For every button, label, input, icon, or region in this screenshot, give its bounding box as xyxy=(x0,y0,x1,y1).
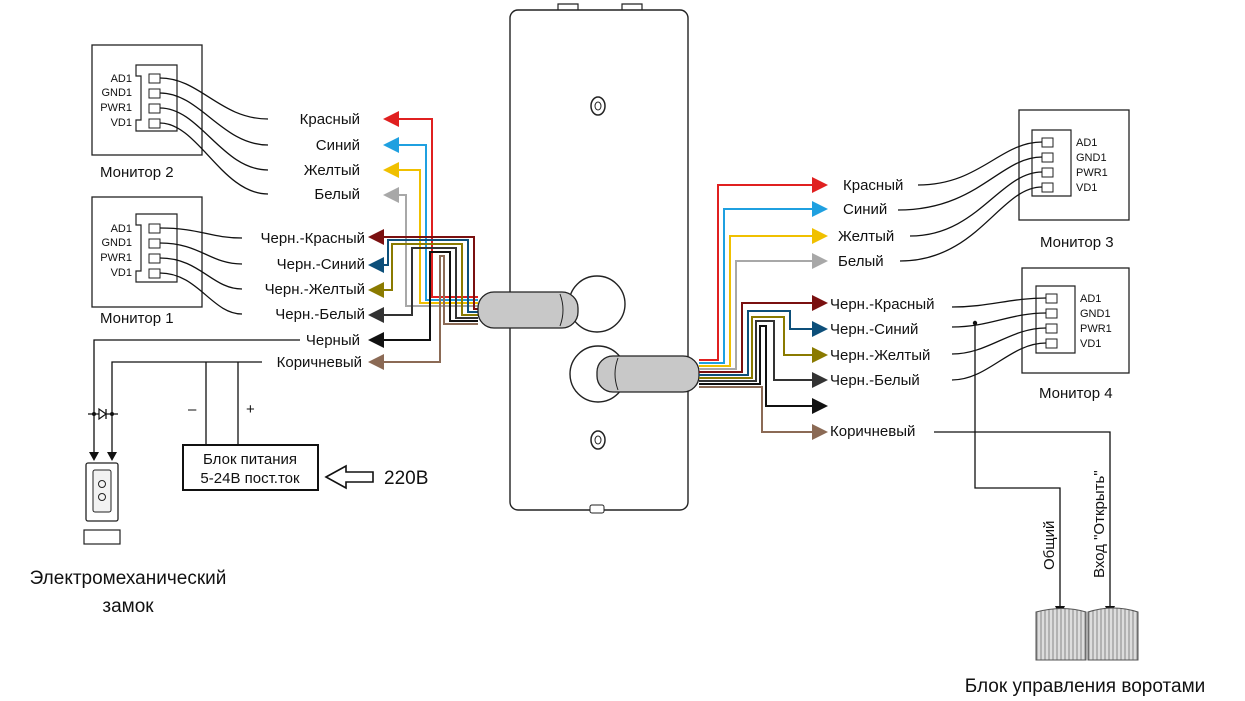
monitor-4-label: Монитор 4 xyxy=(1039,385,1113,402)
wire-label-black-yellow-left: Черн.-Желтый xyxy=(265,281,365,298)
power-supply-line2: 5-24В пост.ток xyxy=(200,470,300,487)
power-supply: Блок питания 5-24В пост.ток 220В xyxy=(182,444,428,491)
wire-label-brown-left: Коричневый xyxy=(277,354,362,371)
wire-label-yellow-right: Желтый xyxy=(838,228,894,245)
monitor-2-label: Монитор 2 xyxy=(100,164,174,181)
gate-open-label: Вход "Открыть" xyxy=(1091,470,1108,578)
power-minus: – xyxy=(188,401,197,418)
pin-label: PWR1 xyxy=(1076,167,1108,179)
pin-label: PWR1 xyxy=(100,102,132,114)
lock-label-line2: замок xyxy=(102,596,154,617)
wire-label-black-left: Черный xyxy=(306,332,360,349)
electromechanical-lock: Электромеханический замок xyxy=(30,462,227,617)
monitor-1-label: Монитор 1 xyxy=(100,310,174,327)
pin-label: AD1 xyxy=(111,73,132,85)
wire-label-brown-right: Коричневый xyxy=(830,423,915,440)
wire-label-black-red-right: Черн.-Красный xyxy=(830,296,935,313)
wire-label-yellow-left: Желтый xyxy=(304,162,360,179)
pin-label: VD1 xyxy=(1076,182,1097,194)
pin-label: GND1 xyxy=(1076,152,1107,164)
pin-label: PWR1 xyxy=(1080,323,1112,335)
wire-label-red-left: Красный xyxy=(300,111,360,128)
power-supply-line1: Блок питания xyxy=(203,451,297,468)
gate-wiring: Общий Вход "Открыть" xyxy=(934,320,1115,616)
pin-label: VD1 xyxy=(111,267,132,279)
gate-controller: Блок управления воротами xyxy=(965,607,1206,697)
monitor-2: AD1 GND1 PWR1 VD1 Монитор 2 xyxy=(91,44,269,195)
monitor-3-label: Монитор 3 xyxy=(1040,234,1114,251)
lock-label-line1: Электромеханический xyxy=(30,568,227,589)
pin-label: AD1 xyxy=(1080,293,1101,305)
intercom-panel xyxy=(509,3,689,514)
monitor-3: AD1 GND1 PWR1 VD1 Монитор 3 xyxy=(897,109,1130,262)
pin-label: VD1 xyxy=(1080,338,1101,350)
wire-label-blue-right: Синий xyxy=(843,201,887,218)
monitor-1: AD1 GND1 PWR1 VD1 Монитор 1 xyxy=(91,196,243,327)
pin-label: VD1 xyxy=(111,117,132,129)
left-cable-bundle xyxy=(368,111,579,370)
wire-label-white-left: Белый xyxy=(314,186,360,203)
pin-label: PWR1 xyxy=(100,252,132,264)
right-cable-bundle xyxy=(596,177,828,440)
wire-label-black-blue-right: Черн.-Синий xyxy=(830,321,918,338)
wire-label-blue-left: Синий xyxy=(316,137,360,154)
pin-label: AD1 xyxy=(111,223,132,235)
wire-label-white-right: Белый xyxy=(838,253,884,270)
pin-label: GND1 xyxy=(101,237,132,249)
pin-label: GND1 xyxy=(1080,308,1111,320)
wire-label-black-yellow-right: Черн.-Желтый xyxy=(830,347,930,364)
wire-label-black-white-right: Черн.-Белый xyxy=(830,372,920,389)
wire-label-black-white-left: Черн.-Белый xyxy=(275,306,365,323)
power-plus: + xyxy=(246,401,255,418)
pin-label: AD1 xyxy=(1076,137,1097,149)
lock-power-wiring: – + xyxy=(88,339,300,461)
wire-label-black-blue-left: Черн.-Синий xyxy=(277,256,365,273)
wire-label-red-right: Красный xyxy=(843,177,903,194)
pin-label: GND1 xyxy=(101,87,132,99)
wire-label-black-red-left: Черн.-Красный xyxy=(261,230,366,247)
monitor-4: AD1 GND1 PWR1 VD1 Монитор 4 xyxy=(951,267,1130,402)
power-input-label: 220В xyxy=(384,468,428,489)
power-input-arrow xyxy=(324,464,374,490)
gate-common-label: Общий xyxy=(1041,521,1058,570)
gate-controller-label: Блок управления воротами xyxy=(965,676,1206,697)
